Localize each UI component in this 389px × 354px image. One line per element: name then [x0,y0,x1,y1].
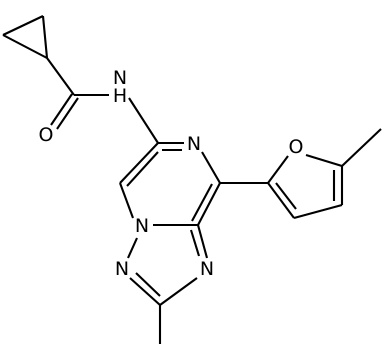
bond-n4-n1 [127,237,138,259]
bond-nitrogen-ring [128,97,159,144]
bond-carbonyl-double-2 [56,97,79,130]
bond-furan-c4-c3 [293,203,343,220]
amide-oxygen-label: O [39,124,54,146]
bond-furan-c2-o [267,155,289,184]
bond-furan-o-c5 [305,153,343,168]
amide-nitrogen-label: N [113,67,127,89]
triazole-nitrogen-2-label: N [200,258,214,280]
bond-carbonyl-double-1 [50,93,73,126]
bond-c5-c6 [119,142,159,184]
bond-cyclopropyl-top [2,15,44,36]
bridgehead-nitrogen-label: N [135,215,149,237]
bond-n1-c2-inner [135,272,161,297]
bond-n3-c8a-inner [189,229,201,257]
bond-cyclopropyl-right [41,15,49,59]
bond-n4-c5 [119,182,134,219]
bond-c2-n3 [159,277,198,306]
triazole-ring [127,224,209,344]
bond-cyclopropyl-carbonyl [46,57,75,96]
bond-n3-c8a [196,224,209,259]
bond-n7-c8 [201,151,221,184]
methylfuran-group [220,128,382,220]
bond-furan-methyl [341,128,382,167]
bond-n1-c2 [129,277,161,306]
pyrazine-ring [119,141,221,227]
amide-hydrogen-label: H [113,85,127,107]
bond-furan-c3-c2-inner [275,182,297,210]
cyclopropyl-group [2,15,49,59]
bond-c5-c6-inner [126,151,159,187]
bond-c8-c8a-inner [191,183,213,222]
furan-oxygen-label: O [289,136,304,158]
bond-furan-c3-c2 [267,182,295,219]
amide-group [46,57,159,144]
bond-cyclopropyl-left [2,34,48,59]
bond-c8-c8a [197,182,221,226]
pyrazine-nitrogen-label: N [187,133,201,155]
triazole-nitrogen-1-label: N [115,258,129,280]
